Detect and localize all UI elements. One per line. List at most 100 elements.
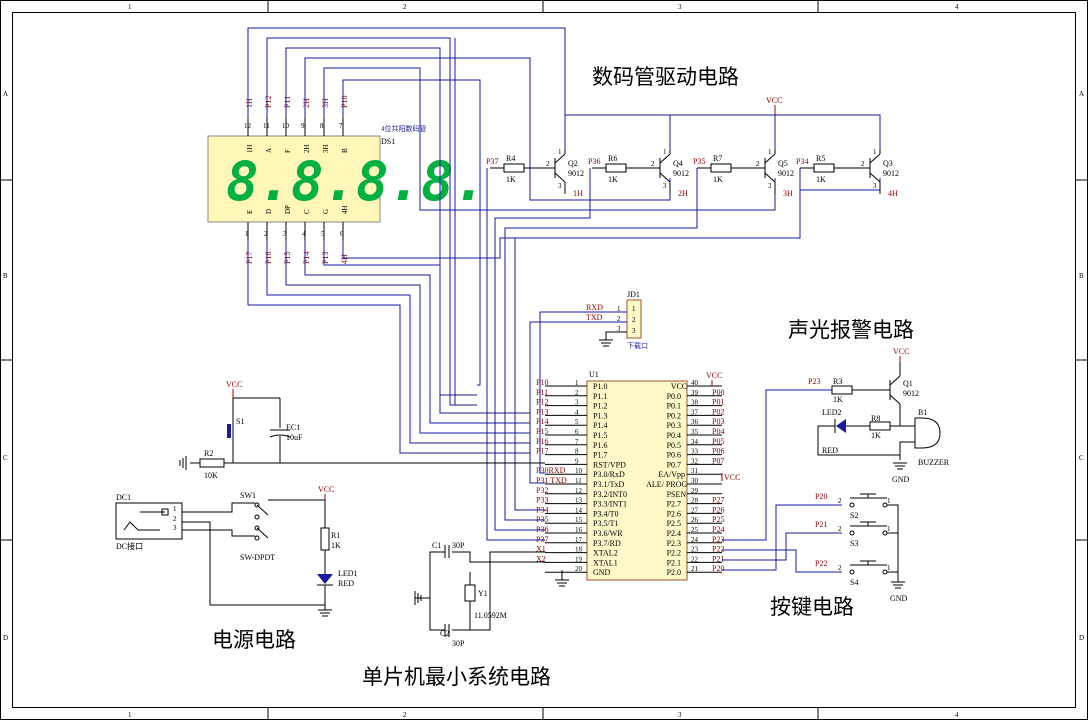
mcu-left-net: P36 xyxy=(536,525,548,534)
mcu-right-net: P00 xyxy=(712,388,724,397)
mcu-left-net: P15 xyxy=(536,427,548,436)
mcu-left-pin-name: XTAL1 xyxy=(593,558,618,567)
mcu-body xyxy=(586,380,688,581)
mcu-left-net: P30RXD xyxy=(536,466,566,475)
display-top-wiring xyxy=(247,27,776,406)
mcu-right-pin-num: 38 xyxy=(691,399,699,407)
mcu-ea-vcc: VCC xyxy=(724,473,740,482)
mcu-right-pin-name: P0.7 xyxy=(667,460,681,469)
mcu-right-net: P04 xyxy=(712,427,724,436)
key-ref: S2 xyxy=(850,511,858,520)
mcu-left-pin-num: 2 xyxy=(575,389,579,397)
display-body xyxy=(207,135,381,223)
driver-q-type: 9012 xyxy=(883,169,899,178)
display-ref: DS1 xyxy=(381,137,395,146)
mcu-left-net: P31 TXD xyxy=(536,476,567,485)
mcu-right-net: P27 xyxy=(712,496,724,505)
alarm-net: P23 xyxy=(808,377,820,386)
display-top-net: 2H xyxy=(302,98,311,108)
driver-out: 2H xyxy=(678,189,688,198)
border-row-a-right: A xyxy=(1079,90,1084,98)
driver-res-value: 1K xyxy=(816,175,826,184)
driver-emitter-pin: 1 xyxy=(558,148,562,156)
display-bottom-net: P15 xyxy=(283,252,292,264)
mcu-right-net: P21 xyxy=(712,554,724,563)
mcu-left-pin-name: P3.1/TxD xyxy=(593,480,625,489)
alarm-vcc: VCC xyxy=(893,347,909,356)
power-circuit: DC1 DC接口 1 2 3 SW1 SW-DPDT VCC R1 1K LED… xyxy=(115,485,358,617)
mcu-right-pin-name: P2.7 xyxy=(667,500,681,509)
power-r1: R1 xyxy=(331,531,340,540)
mcu-right-net: P01 xyxy=(712,398,724,407)
crystal-y1-value: 11.0592M xyxy=(474,611,507,620)
driver-collector-pin: 3 xyxy=(558,182,562,190)
display-bottom-pin-num: 6 xyxy=(340,230,344,238)
driver-emitter-pin: 1 xyxy=(873,148,877,156)
mcu-right-pin-name: P0.4 xyxy=(667,431,681,440)
mcu-ref: U1 xyxy=(589,370,599,379)
mcu-left-pin-name: GND xyxy=(593,568,611,577)
reset-r2: R2 xyxy=(204,449,213,458)
driver-emitter-pin: 1 xyxy=(663,148,667,156)
border-row-d-right: D xyxy=(1079,634,1084,642)
display-top-pin-num: 7 xyxy=(339,122,343,130)
display-top-pin-name: B xyxy=(341,148,349,153)
display-bottom-net: P16 xyxy=(264,252,273,264)
mcu-left-pin-name: P3.2/INT0 xyxy=(593,490,627,499)
display-bottom-pin-name: 4H xyxy=(341,205,349,214)
border-row-d: D xyxy=(3,634,8,642)
display-bottom-pin-name: DP xyxy=(284,205,292,214)
mcu-left-pin-name: P1.6 xyxy=(593,441,607,450)
mcu-right-pin-name: P2.6 xyxy=(667,509,681,518)
key-ref: S4 xyxy=(850,578,858,587)
mcu-left-pin-name: P3.7/RD xyxy=(593,539,621,548)
mcu-right-pin-num: 35 xyxy=(691,428,699,436)
driver-net-routing xyxy=(486,168,801,541)
key-pin-1: 1 xyxy=(887,525,891,533)
mcu-left-pin-name: P3.0/RxD xyxy=(593,470,625,479)
mcu-right-net: P05 xyxy=(712,437,724,446)
driver-q: Q2 xyxy=(568,159,578,168)
jd1-rxd: RXD xyxy=(586,303,603,312)
mcu-left-pin-num: 13 xyxy=(575,497,583,505)
mcu-right-pin-num: 36 xyxy=(691,418,699,426)
key-net: P20 xyxy=(815,492,827,501)
alarm-r3-value: 1K xyxy=(833,395,843,404)
driver-res: R4 xyxy=(506,154,515,163)
border-col-2-bottom: 2 xyxy=(403,711,407,719)
display-bottom-pin-num: 4 xyxy=(302,230,306,238)
mcu-right-pin-name: P2.5 xyxy=(667,519,681,528)
alarm-q1: Q1 xyxy=(903,379,913,388)
title-display-driver: 数码管驱动电路 xyxy=(592,65,739,89)
display-bottom-pin-name: D xyxy=(265,209,273,214)
mcu-left-pin-num: 17 xyxy=(575,536,583,544)
mcu-right-pin-name: P2.1 xyxy=(667,558,681,567)
key-pin-1: 1 xyxy=(887,564,891,572)
mcu-right-net: P02 xyxy=(712,407,724,416)
mcu-right-pin-name: EA/Vpp xyxy=(658,470,685,479)
mcu-right-pin-name: P0.1 xyxy=(667,402,681,411)
display-bottom-wiring xyxy=(247,178,881,454)
title-alarm: 声光报警电路 xyxy=(788,318,914,342)
mcu-left-pin-num: 3 xyxy=(575,399,579,407)
mcu-left-net: P17 xyxy=(536,447,548,456)
mcu-right-net: P06 xyxy=(712,447,724,456)
mcu-right-pin-num: 40 xyxy=(691,379,699,387)
display-top-pin-num: 12 xyxy=(244,122,252,130)
jd1-num-2: 2 xyxy=(617,315,621,323)
driver-base-pin: 2 xyxy=(756,160,760,168)
alarm-q1-type: 9012 xyxy=(903,389,919,398)
mcu-right-pin-num: 29 xyxy=(691,487,699,495)
crystal-c2: C2 xyxy=(440,629,449,638)
mcu-vcc-label: VCC xyxy=(706,371,722,380)
mcu-right-pin-name: P0.5 xyxy=(667,441,681,450)
display-digits: 8.8.8.8. xyxy=(226,150,486,213)
mcu-left-net: P16 xyxy=(536,437,548,446)
